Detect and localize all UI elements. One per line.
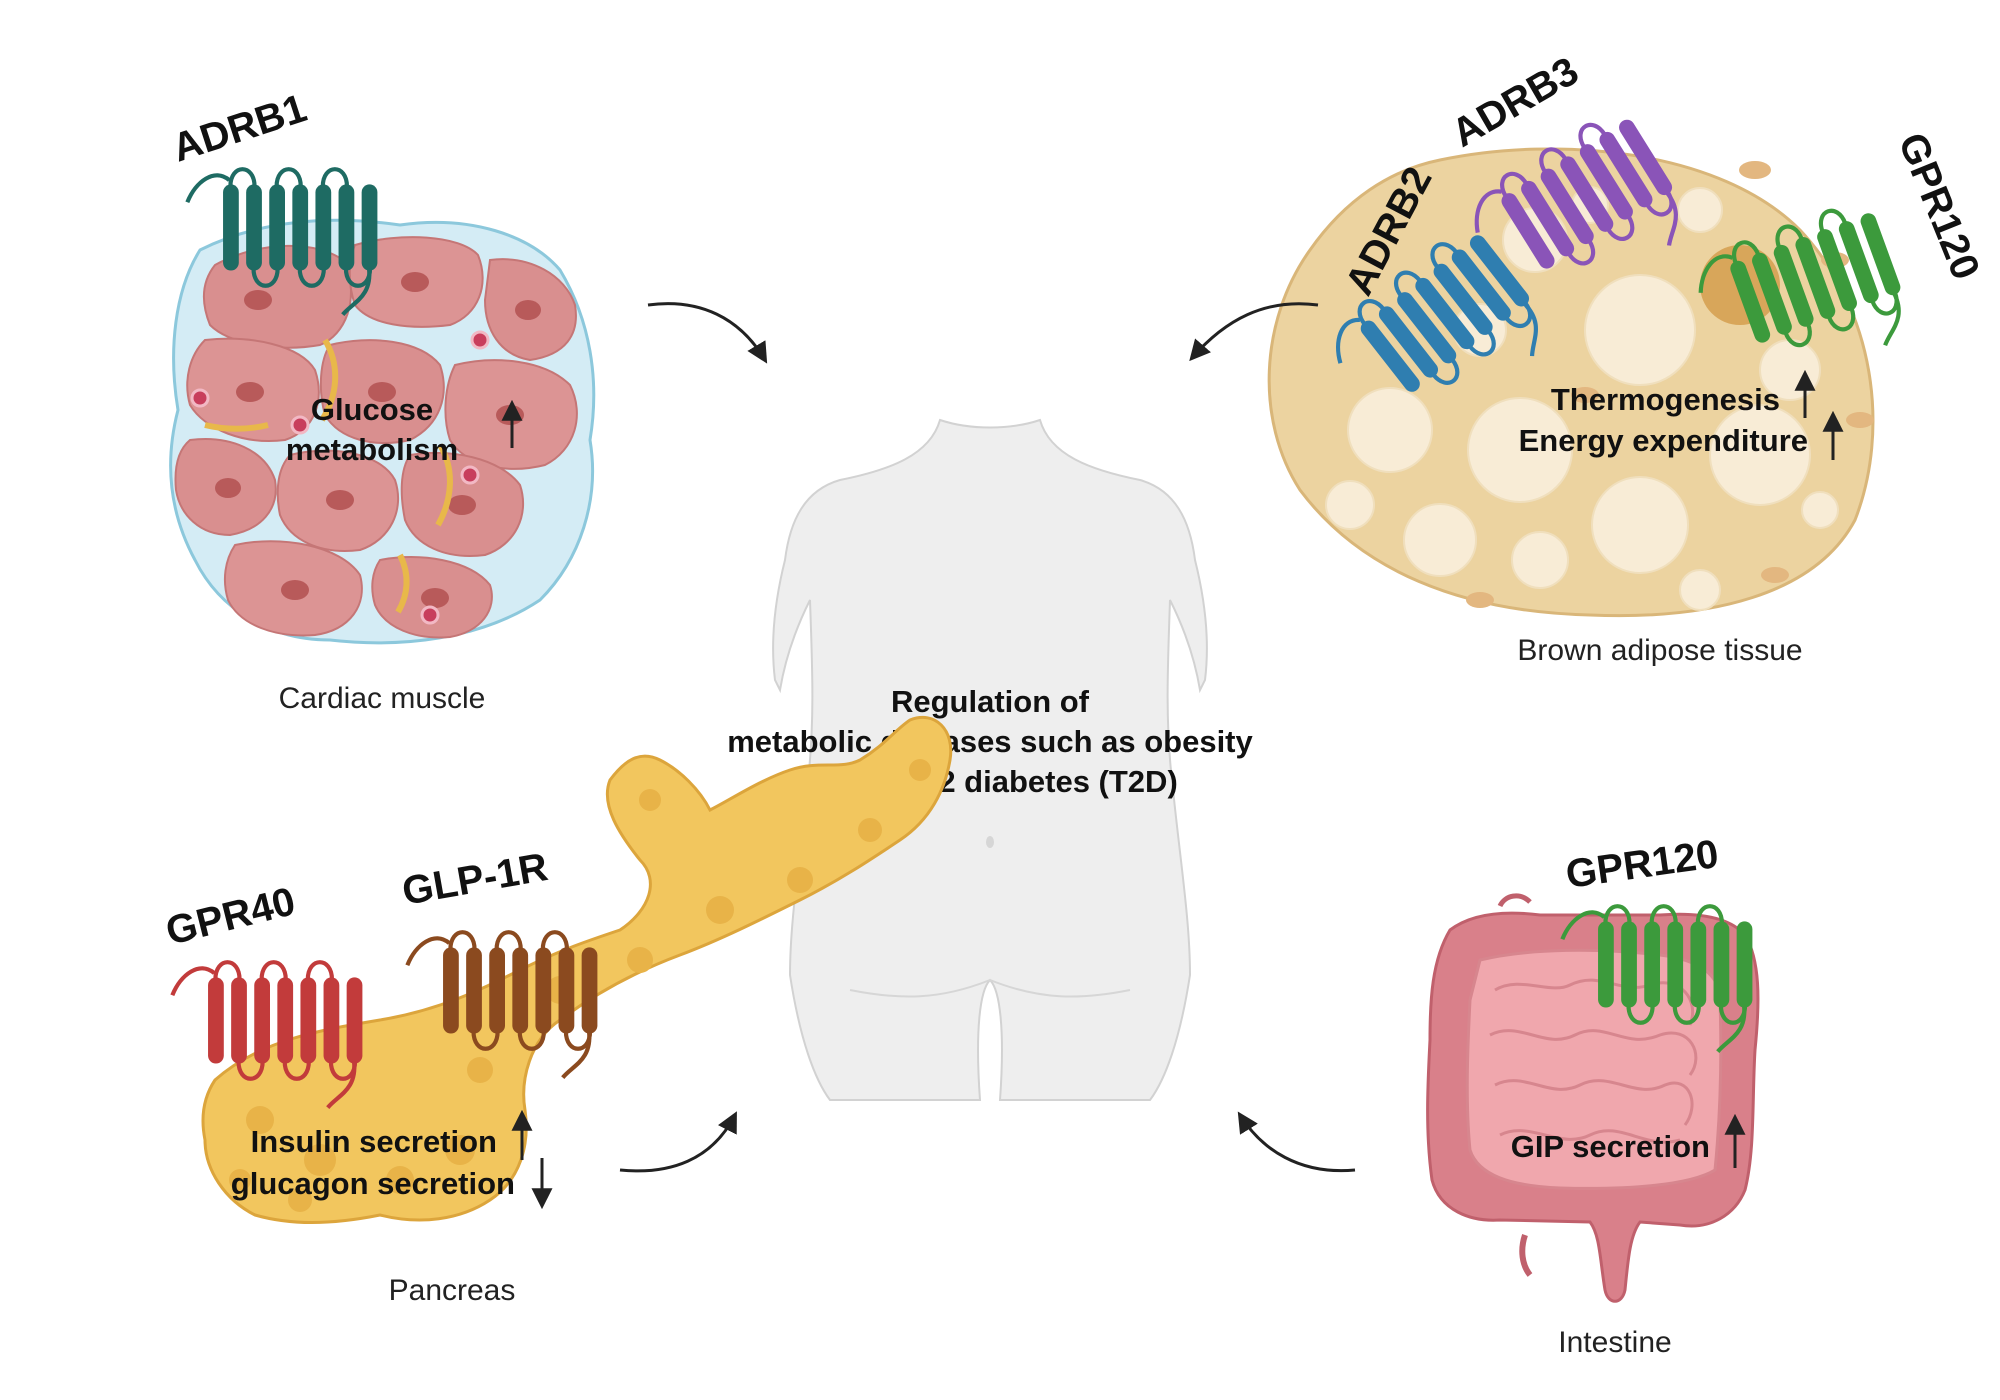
human-body-illustration [772,418,1208,1101]
center-title-line-1: Regulation of [891,684,1090,719]
brown-adipose-panel: ADRB2 ADRB3 GPR120 Thermogenesis Energy … [1267,49,1988,667]
intestine-panel: GPR120 GIP secretion Intestine [1426,832,1760,1359]
glucagon-secretion-effect: glucagon secretion [231,1166,515,1201]
energy-expenditure-effect: Energy expenditure [1519,423,1808,458]
insulin-secretion-effect: Insulin secretion [251,1124,497,1159]
gpr120-intestine-receptor-label: GPR120 [1563,832,1721,897]
cardiac-effect-line-1: Glucose [311,392,433,427]
pancreas-caption: Pancreas [389,1274,516,1307]
arrow-cardiac-to-center [647,302,768,364]
intestine-caption: Intestine [1558,1326,1671,1359]
arrow-intestine-to-center [1237,1111,1356,1173]
brown-adipose-caption: Brown adipose tissue [1517,634,1802,667]
center-title-line-2: metabolic diseases such as obesity [727,724,1253,759]
cardiac-muscle-panel: ADRB1 Glucose metabolism Cardiac muscle [167,86,596,715]
arrow-pancreas-to-center [619,1111,737,1173]
thermogenesis-effect: Thermogenesis [1551,382,1780,417]
adrb1-receptor-label: ADRB1 [167,86,312,170]
cardiac-tissue-illustration [169,218,596,645]
adrb3-receptor-label: ADRB3 [1445,49,1586,156]
glp1r-receptor-label: GLP-1R [399,845,551,914]
cardiac-effect-line-2: metabolism [286,432,458,467]
cardiac-muscle-caption: Cardiac muscle [279,682,486,715]
gpr40-receptor-label: GPR40 [162,879,300,953]
arrow-adipose-to-center [1189,302,1319,362]
gpr120-adipose-receptor-label: GPR120 [1890,127,1988,286]
gip-secretion-effect: GIP secretion [1511,1129,1710,1164]
